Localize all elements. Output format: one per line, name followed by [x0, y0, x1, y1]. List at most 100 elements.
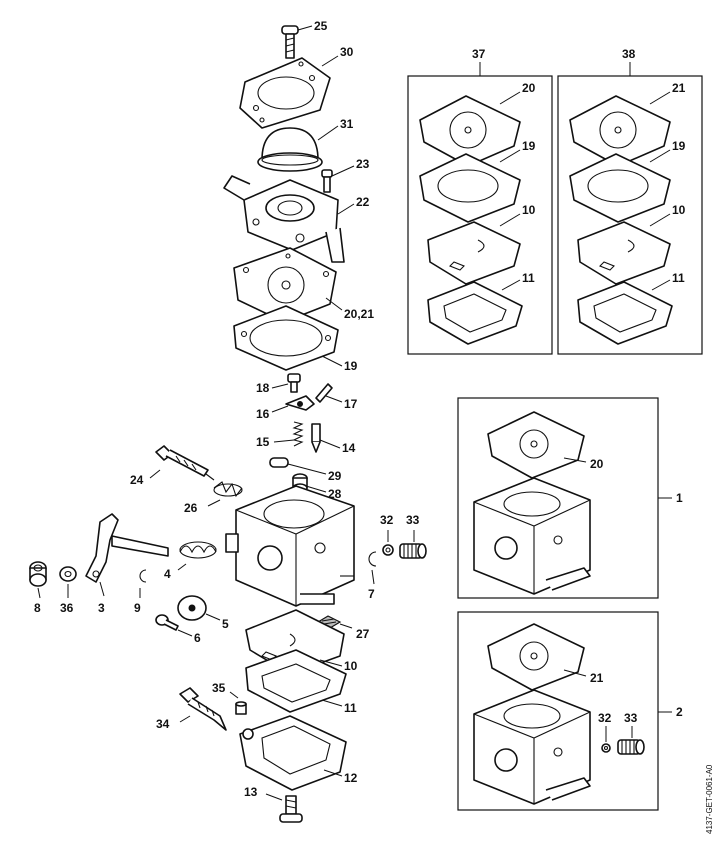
leader-19 [321, 355, 343, 367]
assembly-2-title: 2 [676, 705, 683, 719]
callout-32: 32 [380, 513, 394, 527]
spring-26-part [213, 481, 243, 498]
leader-35 [229, 691, 239, 699]
leader-4 [177, 563, 187, 571]
leader-17 [325, 395, 343, 403]
gasket-19-part [233, 305, 339, 371]
leader-23 [331, 165, 355, 177]
washer-32-part [382, 544, 394, 556]
kit-38-leader-19 [649, 149, 671, 163]
leader-11 [321, 699, 343, 707]
screw-6-part [155, 614, 179, 631]
reference-code: 4137-GET-0061-A0 [705, 764, 714, 834]
leader-13 [265, 793, 283, 801]
carburetor-body-main-part [225, 485, 355, 607]
screw-35-part [235, 701, 247, 715]
assembly-2-callout-21: 21 [590, 671, 604, 685]
cover-plate-30-part [239, 57, 331, 129]
throttle-plate-5-part [177, 595, 207, 621]
callout-25: 25 [314, 19, 328, 33]
gasket-11-part [245, 649, 347, 713]
callout-34: 34 [156, 717, 170, 731]
leader-10 [319, 659, 343, 667]
callout-13: 13 [244, 785, 258, 799]
assembly-2-callout-32: 32 [598, 711, 612, 725]
pin-17-part [315, 383, 333, 403]
leader-27 [339, 623, 353, 629]
kit-38-title: 38 [622, 47, 636, 61]
leader-15 [273, 439, 295, 443]
callout-10: 10 [344, 659, 358, 673]
leader-14 [319, 439, 341, 449]
leader-3 [99, 581, 105, 597]
kit-37-diaphragm-20 [419, 95, 521, 167]
kit-37-leader-20 [499, 91, 521, 105]
callout-33: 33 [406, 513, 420, 527]
assembly-1-group: 1 20 [457, 397, 683, 599]
callout-12: 12 [344, 771, 358, 785]
screw-25-part [281, 25, 299, 59]
callout-16: 16 [256, 407, 270, 421]
screw-23-part [321, 169, 333, 193]
leader-5 [205, 613, 221, 621]
leader-31 [317, 125, 339, 141]
lever-16-part [285, 395, 315, 411]
kit-37-gasket-19 [419, 153, 521, 223]
spring-4-part [179, 541, 217, 559]
kit-37-leader-11 [501, 279, 521, 291]
callout-9: 9 [134, 601, 141, 615]
kit-38-leader-21 [649, 91, 671, 105]
kit-37-frame [407, 75, 553, 355]
kit-38-leader-11 [651, 279, 671, 291]
kit-37-leader-10 [499, 213, 521, 227]
kit-38-callout-11: 11 [672, 271, 685, 285]
assembly-1-callout-20: 20 [590, 457, 604, 471]
callout-11: 11 [344, 701, 357, 715]
assembly-2-washer-32 [601, 743, 611, 753]
leader-20-21 [325, 297, 343, 311]
screw-18-part [287, 373, 301, 393]
leader-34 [179, 715, 191, 723]
assembly-1-carburetor-body [473, 477, 591, 595]
assembly-2-group: 2 21 32 [457, 611, 683, 811]
kit-38-callout-10: 10 [672, 203, 686, 217]
assembly-2-carburetor-body [473, 689, 591, 805]
kit-38-frame [557, 75, 703, 355]
kit-37-callout-10: 10 [522, 203, 536, 217]
washer-36-part [59, 566, 77, 582]
kit-37-gasket-11 [427, 281, 523, 345]
leader-25 [297, 25, 313, 31]
kit-38-gasket-11 [577, 281, 673, 345]
cover-12-part [239, 715, 347, 791]
kit-38-callout-21: 21 [672, 81, 686, 95]
leader-29 [287, 463, 327, 475]
callout-4: 4 [164, 567, 171, 581]
callout-29: 29 [328, 469, 342, 483]
callout-24: 24 [130, 473, 144, 487]
leader-26 [207, 499, 221, 507]
adjusting-screw-24-part [155, 445, 215, 481]
callout-19: 19 [344, 359, 358, 373]
callout-20-21: 20,21 [344, 307, 374, 321]
inlet-needle-14-part [311, 423, 321, 453]
callout-17: 17 [344, 397, 358, 411]
callout-14: 14 [342, 441, 356, 455]
callout-15: 15 [256, 435, 270, 449]
callout-36: 36 [60, 601, 74, 615]
kit-37-diaphragm-10 [427, 221, 521, 285]
leader-6 [177, 629, 193, 637]
throttle-shaft-3-part [85, 513, 169, 583]
assembly-2-frame [457, 611, 659, 811]
kit-38-diaphragm-21 [569, 95, 671, 167]
callout-22: 22 [356, 195, 370, 209]
callout-27: 27 [356, 627, 370, 641]
kit-37-callout-11: 11 [522, 271, 535, 285]
callout-31: 31 [340, 117, 354, 131]
spring-15-part [292, 421, 304, 447]
assembly-1-leader-20 [563, 457, 587, 463]
leader-30 [321, 55, 339, 67]
leader-28 [305, 485, 327, 493]
kit-38-group: 38 21 19 10 11 [557, 47, 703, 355]
callout-35: 35 [212, 681, 226, 695]
assembly-1-diaphragm-20 [487, 411, 585, 479]
